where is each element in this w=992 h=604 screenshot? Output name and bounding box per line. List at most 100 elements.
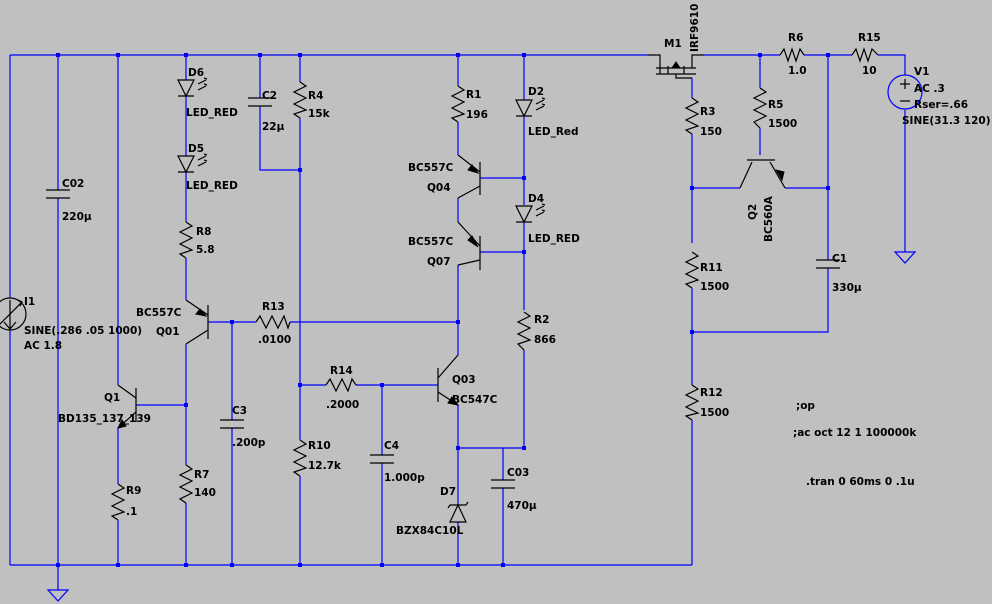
c1-name: C1 [832,253,847,265]
i1-sine: SINE(.286 .05 1000) [24,325,142,337]
r11-name: R11 [700,262,723,274]
r10-value: 12.7k [308,460,342,472]
c03-value: 470µ [507,500,537,512]
transistor-q04[interactable] [457,154,481,199]
v1-rser: Rser=.66 [914,99,968,111]
led-d6[interactable] [177,77,208,98]
r6-value: 1.0 [788,65,807,77]
led-d2[interactable] [515,97,546,118]
q07-name: Q07 [427,256,451,268]
c03-name: C03 [507,467,529,479]
resistor-r13[interactable] [255,314,291,330]
i1-name: I1 [24,296,35,308]
r8-value: 5.8 [196,244,215,256]
d6-name: D6 [188,67,204,79]
resistor-r10[interactable] [292,439,308,477]
r1-value: 196 [466,109,488,121]
r5-name: R5 [768,99,783,111]
d5-name: D5 [188,143,204,155]
r14-name: R14 [330,365,353,377]
capacitor-c4[interactable] [370,454,394,464]
resistor-r8[interactable] [178,221,194,259]
q04-model: BC557C [408,162,454,174]
d7-model: BZX84C10L [396,525,464,537]
resistor-r2[interactable] [516,311,532,351]
voltage-source-v1[interactable] [887,74,923,110]
q1-model: BD135_137_139 [58,413,151,425]
r15-value: 10 [862,65,877,77]
current-source-i1[interactable] [0,297,27,331]
d2-name: D2 [528,86,544,98]
r12-value: 1500 [700,407,729,419]
v1-ac: AC .3 [914,83,945,95]
d4-value: LED_RED [528,233,580,245]
resistor-r12[interactable] [684,384,700,421]
d4-name: D4 [528,193,544,205]
transistor-q03[interactable] [437,354,460,406]
resistor-r11[interactable] [684,251,700,289]
capacitor-c3[interactable] [220,419,244,429]
capacitor-c1[interactable] [816,259,840,269]
v1-name: V1 [914,66,929,78]
r4-name: R4 [308,90,323,102]
r4-value: 15k [308,108,331,120]
v1-sine: SINE(31.3 120) [902,115,991,127]
q03-name: Q03 [452,374,476,386]
q03-model: BC547C [452,394,498,406]
m1-model: IRF9610 [689,4,701,52]
junctions [56,53,830,567]
i1-ac: AC 1.8 [24,340,62,352]
transistor-q1[interactable] [117,384,137,429]
transistor-q07[interactable] [457,221,481,270]
q04-name: Q04 [427,182,451,194]
q1-name: Q1 [104,392,120,404]
c2-value: 22µ [262,121,285,133]
mosfet-m1[interactable] [648,54,704,79]
q2-model: BC560A [763,195,775,242]
directive-tran[interactable]: .tran 0 60ms 0 .1u [806,476,915,488]
resistor-r14[interactable] [325,377,357,393]
resistor-r5[interactable] [752,87,768,129]
r6-name: R6 [788,32,803,44]
q2-name: Q2 [747,204,759,220]
r10-name: R10 [308,440,331,452]
resistor-r4[interactable] [292,81,308,119]
ground-symbol-v1 [893,251,917,264]
r8-name: R8 [196,226,211,238]
zener-d7[interactable] [447,501,469,523]
transistor-q2[interactable] [739,159,786,189]
resistor-r15[interactable] [851,47,879,63]
r2-value: 866 [534,334,556,346]
resistor-r1[interactable] [450,85,466,123]
d7-name: D7 [440,486,456,498]
capacitor-c2[interactable] [248,97,272,107]
c2-name: C2 [262,90,277,102]
r12-name: R12 [700,387,723,399]
led-d5[interactable] [177,153,208,174]
resistor-r3[interactable] [684,97,700,135]
directive-ac[interactable]: ;ac oct 12 1 100000k [793,427,917,439]
r3-name: R3 [700,106,715,118]
directive-op[interactable]: ;op [796,400,815,412]
capacitor-c03[interactable] [491,479,515,489]
r14-value: .2000 [326,399,359,411]
m1-name: M1 [664,38,682,50]
c02-value: 220µ [62,211,92,223]
r11-value: 1500 [700,281,729,293]
r7-name: R7 [194,469,209,481]
c3-name: C3 [232,405,247,417]
c4-value: 1.000p [384,472,425,484]
r9-name: R9 [126,485,141,497]
resistor-r9[interactable] [110,483,126,521]
r3-value: 150 [700,126,722,138]
r1-name: R1 [466,89,481,101]
c02-name: C02 [62,178,84,190]
q01-model: BC557C [136,307,182,319]
resistor-r6[interactable] [779,47,805,63]
resistor-r7[interactable] [178,464,194,504]
led-d4[interactable] [515,203,546,224]
r7-value: 140 [194,487,216,499]
transistor-q01[interactable] [185,299,209,345]
capacitor-c02[interactable] [46,189,70,199]
